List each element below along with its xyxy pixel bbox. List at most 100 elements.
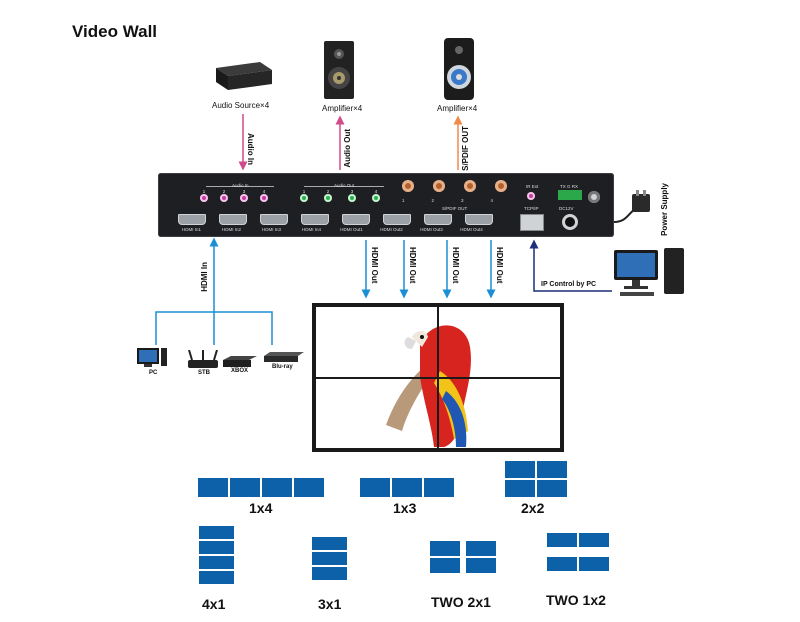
hdmi-out-label-1: HDMI Out xyxy=(370,247,379,284)
stb-icon xyxy=(188,350,218,368)
layout-label-4x1: 4x1 xyxy=(202,596,226,612)
ip-control-arrow xyxy=(529,239,612,292)
rs232-label: TX G RX xyxy=(560,184,579,189)
hdmi-out-label-2: HDMI Out xyxy=(408,247,417,284)
amplifier-1-label: Amplifier×4 xyxy=(322,104,363,113)
ethernet-port xyxy=(520,214,544,231)
hdmi-port-label: HDMI In1 xyxy=(181,227,201,232)
pc-source-icon xyxy=(137,348,167,367)
layout-block xyxy=(230,478,260,497)
layout-1x3-diagram xyxy=(360,478,454,497)
amplifier-2-label: Amplifier×4 xyxy=(437,104,478,113)
parrot-image xyxy=(386,325,471,447)
hdmi-port-label: HDMI Out2 xyxy=(380,227,403,232)
audio-out-jack xyxy=(348,194,356,202)
audio-in-jack xyxy=(200,194,208,202)
hdmi-port xyxy=(301,214,329,225)
audio-in-jack xyxy=(260,194,268,202)
layout-block xyxy=(199,571,234,584)
audio-out-ports: 1 2 3 4 xyxy=(300,189,380,202)
spdif-jack xyxy=(402,180,414,192)
audio-source-label: Audio Source×4 xyxy=(212,101,270,110)
hdmi-port xyxy=(383,214,411,225)
spdif-jack xyxy=(433,180,445,192)
layout-block xyxy=(198,478,228,497)
xbox-icon xyxy=(223,356,257,367)
layout-block xyxy=(199,541,234,554)
layout-4x1-diagram xyxy=(199,526,234,584)
layout-block xyxy=(430,541,460,556)
audio-out-jack xyxy=(324,194,332,202)
hdmi-port xyxy=(424,214,452,225)
layout-block xyxy=(312,537,347,550)
layout-label-two-1x2: TWO 1x2 xyxy=(546,592,606,608)
source-label-xbox: XBOX xyxy=(231,368,249,374)
speaker-icon xyxy=(324,41,354,99)
spdif-group-label: S/PDIF OUT xyxy=(442,206,468,211)
spdif-out-label: S/PDIF OUT xyxy=(461,126,470,171)
layout-block xyxy=(424,478,454,497)
layout-block xyxy=(312,567,347,580)
layout-block xyxy=(312,552,347,565)
layout-1x4-diagram xyxy=(198,478,324,497)
tcp-ip-label: TCP/IP xyxy=(524,206,539,211)
layout-block xyxy=(392,478,422,497)
layout-two-2x1-diagram xyxy=(430,541,496,573)
source-label-stb: STB xyxy=(198,370,210,376)
layout-block xyxy=(360,478,390,497)
layout-block xyxy=(547,533,577,547)
ir-ext-label: IR Ext xyxy=(526,184,539,189)
layout-label-1x4: 1x4 xyxy=(249,500,273,516)
hdmi-port xyxy=(260,214,288,225)
hdmi-port-label: HDMI In4 xyxy=(301,227,321,232)
layout-block xyxy=(579,533,609,547)
hdmi-port-label: HDMI In2 xyxy=(221,227,241,232)
ir-ext-jack xyxy=(527,192,535,200)
hdmi-port-label: HDMI Out3 xyxy=(420,227,443,232)
hdmi-ports xyxy=(178,214,493,225)
rs232-terminal xyxy=(558,190,582,200)
spdif-ports xyxy=(402,180,507,192)
hdmi-port-label: HDMI In3 xyxy=(261,227,281,232)
video-wall-display xyxy=(312,303,564,452)
layout-block xyxy=(579,557,609,571)
layout-block xyxy=(537,461,567,478)
hdmi-port xyxy=(465,214,493,225)
layout-block xyxy=(547,557,577,571)
layout-block xyxy=(430,558,460,573)
power-adapter-icon xyxy=(632,190,650,212)
hdmi-port xyxy=(178,214,206,225)
layout-label-2x2: 2x2 xyxy=(521,500,545,516)
audio-in-jack xyxy=(220,194,228,202)
hdmi-out-label-4: HDMI Out xyxy=(495,247,504,284)
audio-in-group-label: Audio In xyxy=(232,183,249,188)
layout-block xyxy=(199,526,234,539)
layout-block xyxy=(537,480,567,497)
pc-icon xyxy=(614,248,684,296)
audio-out-jack xyxy=(300,194,308,202)
layout-2x2-diagram xyxy=(505,461,567,497)
layout-two-1x2-diagram xyxy=(547,533,609,571)
layout-block xyxy=(505,461,535,478)
spdif-jack xyxy=(495,180,507,192)
audio-source-icon xyxy=(216,62,272,90)
audio-in-label: Audio In xyxy=(246,133,255,165)
layout-label-1x3: 1x3 xyxy=(393,500,417,516)
power-supply-label: Power Supply xyxy=(660,183,669,236)
page-title: Video Wall xyxy=(72,22,158,41)
bluray-icon xyxy=(264,352,304,362)
audio-in-jack xyxy=(240,194,248,202)
source-label-pc: PC xyxy=(149,370,158,376)
hdmi-out-label-3: HDMI Out xyxy=(451,247,460,284)
layout-block xyxy=(466,541,496,556)
audio-out-group-label: Audio Out xyxy=(334,183,355,188)
hdmi-port xyxy=(342,214,370,225)
hdmi-port-label: HDMI Out4 xyxy=(460,227,483,232)
layout-block xyxy=(294,478,324,497)
audio-in-ports: 1 2 3 4 xyxy=(200,189,268,202)
layout-3x1-diagram xyxy=(312,537,347,580)
hdmi-port xyxy=(219,214,247,225)
layout-label-two-2x1: TWO 2x1 xyxy=(431,594,491,610)
layout-label-3x1: 3x1 xyxy=(318,596,342,612)
